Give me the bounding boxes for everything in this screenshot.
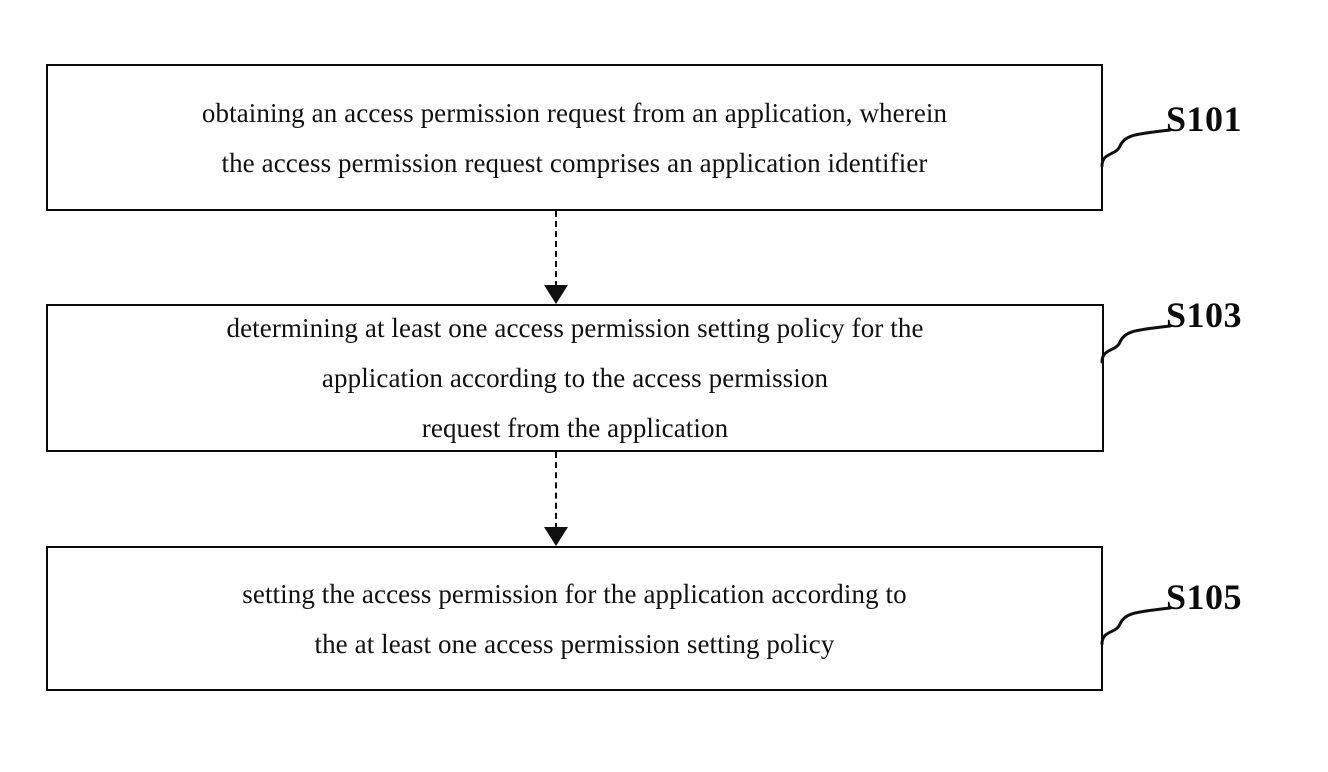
connector-stem — [555, 211, 557, 287]
flowchart-node-s105-text: setting the access permission for the ap… — [242, 578, 907, 659]
reference-label-s101: S101 — [1166, 99, 1243, 139]
connector-s103-to-s105 — [541, 452, 571, 546]
flowchart-node-s103[interactable]: determining at least one access permissi… — [46, 304, 1104, 452]
arrowhead-down-icon — [544, 285, 568, 304]
connector-stem — [555, 452, 557, 529]
flowchart-node-s101[interactable]: obtaining an access permission request f… — [46, 64, 1103, 211]
arrowhead-down-icon — [544, 527, 568, 546]
reference-label-s103: S103 — [1166, 295, 1243, 335]
leader-line-s105 — [1100, 586, 1172, 648]
reference-label-s105: S105 — [1166, 577, 1243, 617]
leader-line-s101 — [1100, 108, 1172, 170]
flowchart-node-s105[interactable]: setting the access permission for the ap… — [46, 546, 1103, 691]
leader-line-s103 — [1100, 304, 1172, 366]
flowchart-node-s101-text: obtaining an access permission request f… — [201, 97, 948, 178]
flowchart-node-s103-text: determining at least one access permissi… — [226, 313, 924, 443]
connector-s101-to-s103 — [541, 211, 571, 304]
